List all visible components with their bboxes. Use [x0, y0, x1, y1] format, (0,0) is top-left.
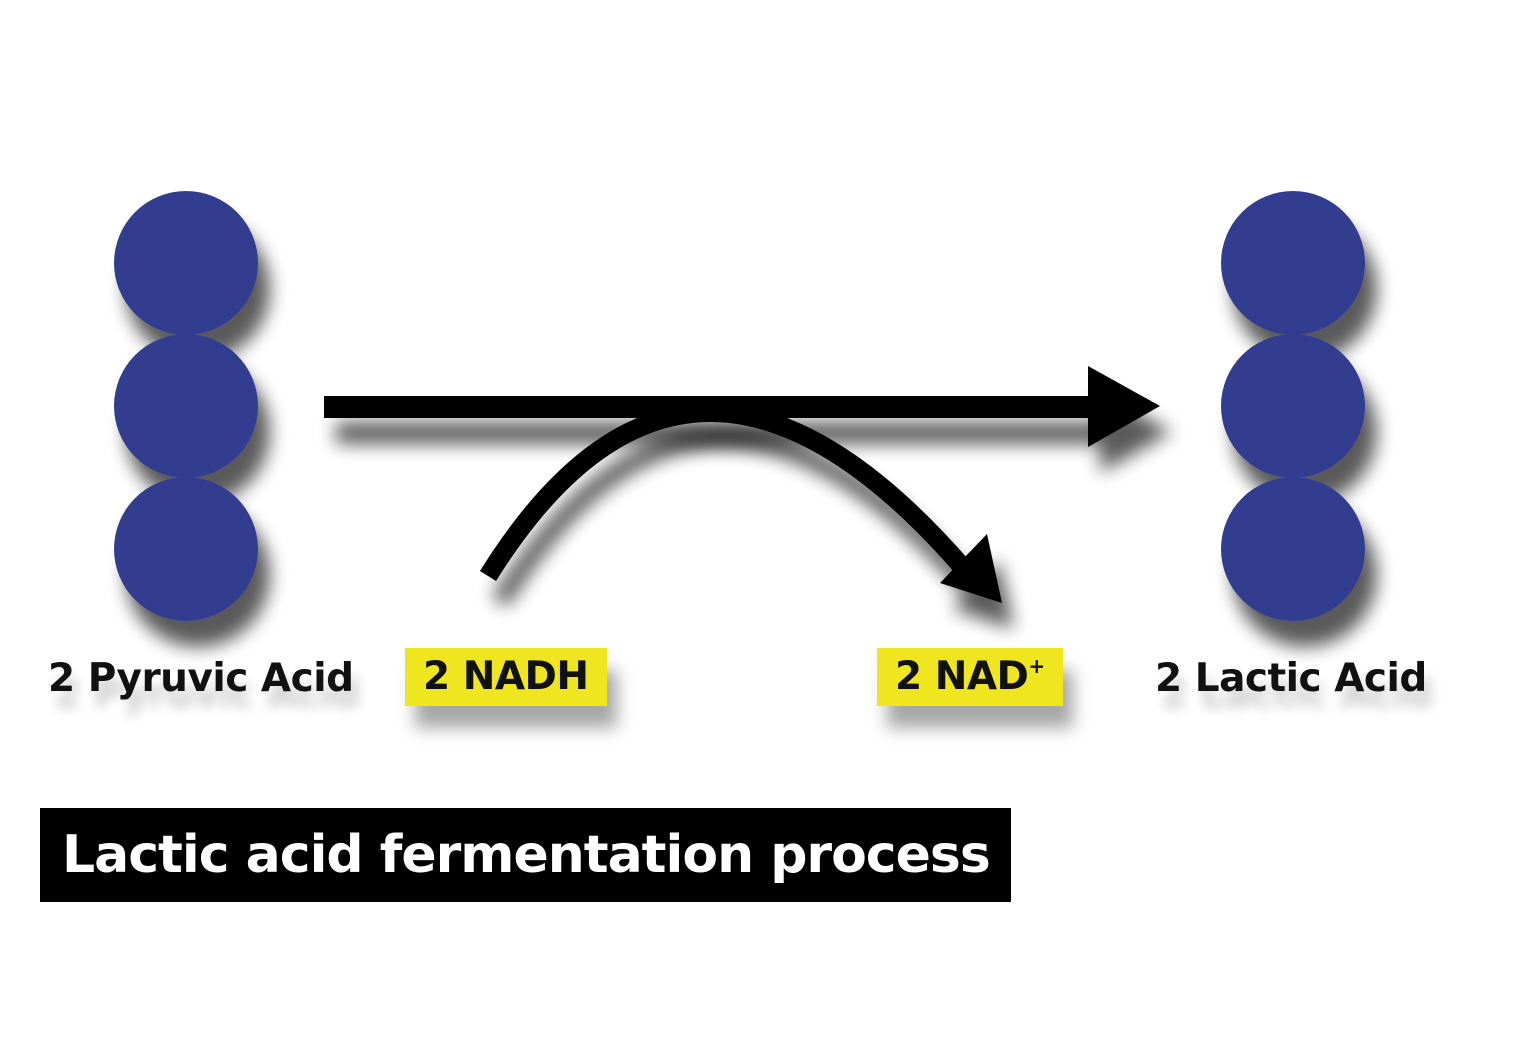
- lactic-acid-molecule: [1221, 191, 1365, 621]
- nadh-label: 2 NADH: [423, 654, 589, 699]
- caption-text: Lactic acid fermentation process: [62, 825, 991, 885]
- nad-label: 2 NAD: [895, 654, 1029, 699]
- lactic-acid-carbon: [1221, 334, 1365, 478]
- pyruvic-acid-molecule: [114, 191, 258, 621]
- lactic-acid-label: 2 Lactic Acid: [1155, 656, 1427, 701]
- pyruvic-acid-carbon: [114, 477, 258, 621]
- nad-charge-superscript: +: [1028, 654, 1045, 678]
- lactic-acid-carbon: [1221, 191, 1365, 335]
- pyruvic-acid-label: 2 Pyruvic Acid: [48, 656, 354, 701]
- pyruvic-acid-carbon: [114, 334, 258, 478]
- pyruvic-acid-carbon: [114, 191, 258, 335]
- nad-plus-badge: 2 NAD+: [877, 648, 1063, 706]
- nadh-badge: 2 NADH: [405, 648, 607, 706]
- cofactor-curved-arrow: [479, 403, 1002, 603]
- lactic-acid-carbon: [1221, 477, 1365, 621]
- caption-banner: Lactic acid fermentation process: [40, 808, 1011, 902]
